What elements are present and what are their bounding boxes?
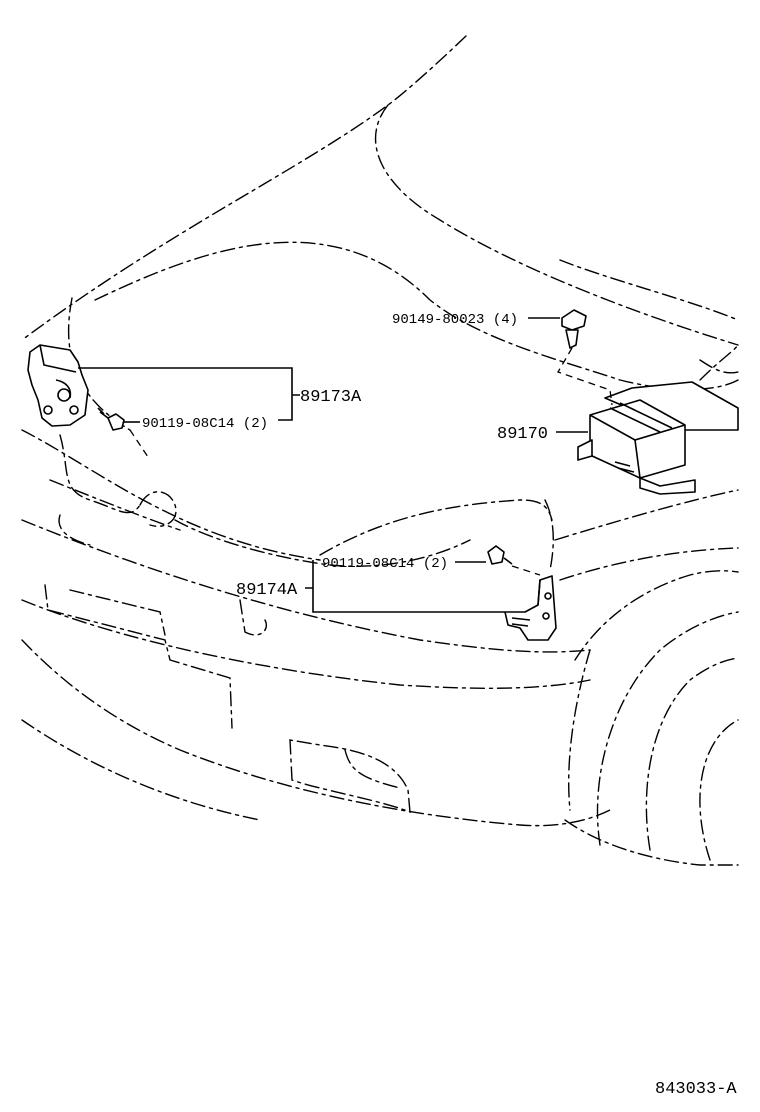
vehicle-outline [21,35,739,866]
label-bolt-right: 90119-08C14 (2) [322,556,448,572]
label-bolt-left: 90119-08C14 (2) [142,416,268,432]
figure-id: 843033-A [655,1080,737,1099]
bolt-top-install-path [557,347,613,406]
bolt-right-install-path [511,565,541,576]
front-sensor-left-89173A [27,344,89,427]
bolt-top-90149-80023 [561,309,587,349]
label-sensor-right: 89174A [236,581,298,600]
bolt-right-90119-08C14 [487,545,513,565]
leader-89174A [305,560,505,613]
label-computer: 89170 [497,425,548,444]
label-sensor-left: 89173A [300,388,362,407]
airbag-computer-89170 [577,381,739,495]
label-bolt-top: 90149-80023 (4) [392,312,518,328]
bolt-left-90119-08C14 [97,407,125,431]
bolt-left-install-path [129,429,151,461]
leader-89173A [78,367,300,421]
front-sensor-right-89174A [504,575,557,641]
